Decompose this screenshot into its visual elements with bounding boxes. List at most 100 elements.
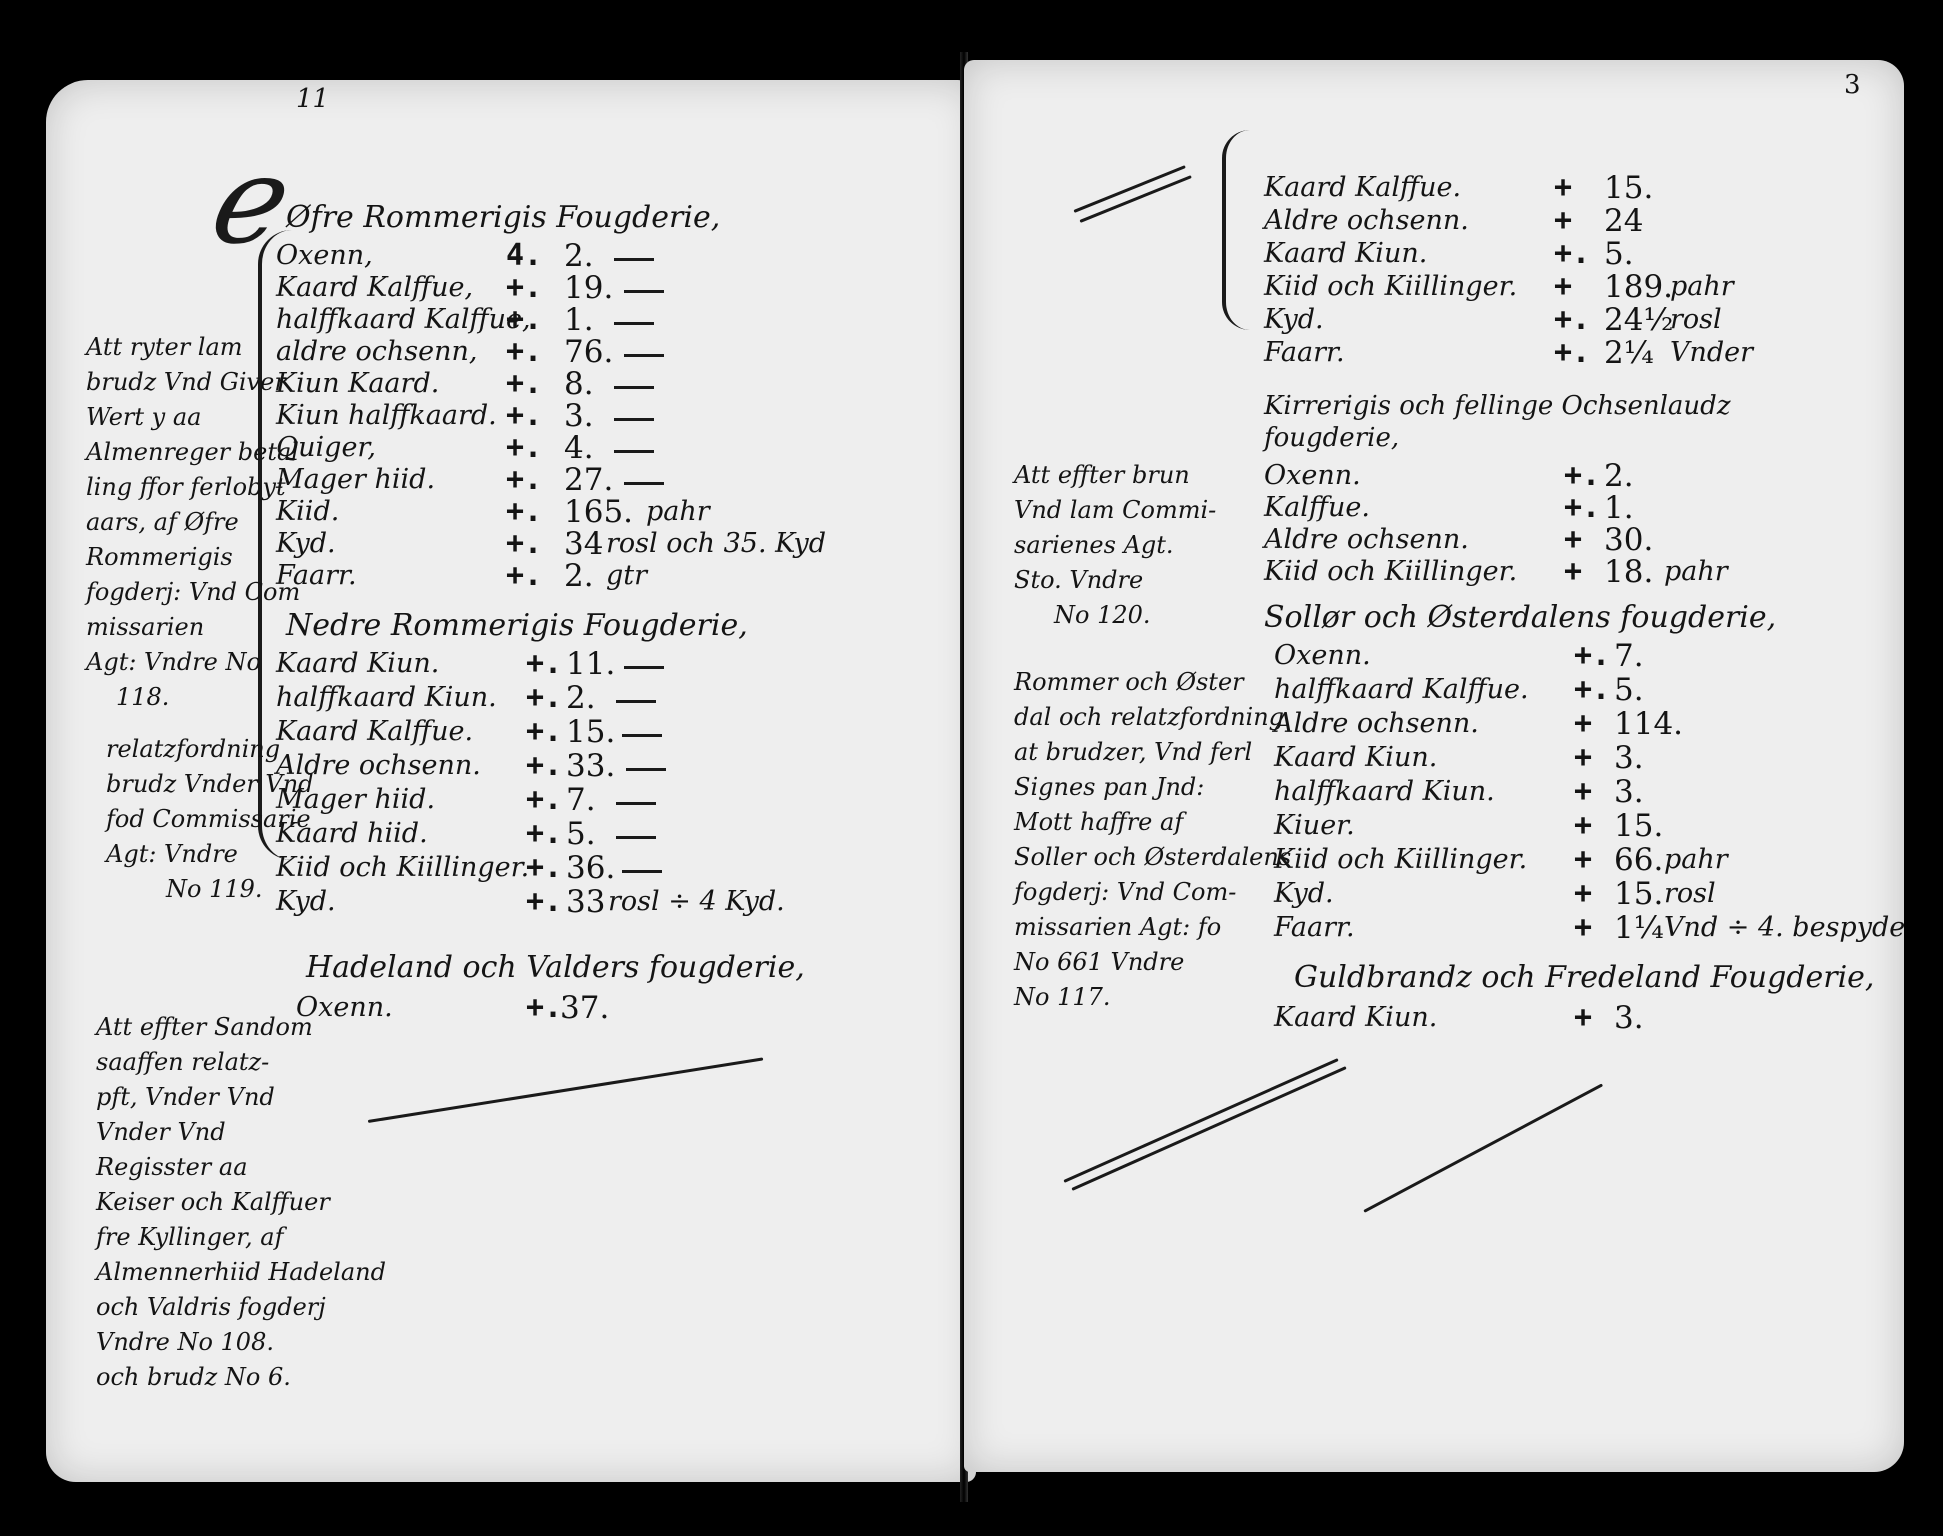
right-page: 3 Kaard Kalffue. + 15. Aldre ochsenn. + … [964, 60, 1906, 1472]
item-name: Quiger, [276, 432, 376, 463]
item-name: Kaard Kalffue. [1264, 172, 1462, 203]
item-quantity: 36. [566, 850, 616, 886]
dash-rule [614, 418, 654, 421]
item-name: Kiid. [276, 496, 340, 527]
item-name: Kalffue. [1264, 492, 1370, 523]
tally-mark: + [1574, 910, 1593, 945]
dash-rule [614, 386, 654, 389]
item-quantity: 24 [1604, 203, 1644, 239]
item-unit: rosl ÷ 4 Kyd. [608, 886, 785, 917]
item-name: halffkaard Kalffue. [1274, 674, 1529, 705]
item-quantity: 3. [1614, 774, 1644, 810]
tally-mark: +. [1554, 335, 1591, 370]
item-name: Kyd. [1274, 878, 1334, 909]
item-name: Aldre ochsenn. [1264, 524, 1469, 555]
item-quantity: 7. [566, 782, 596, 818]
item-name: Aldre ochsenn. [1274, 708, 1479, 739]
tally-mark: + [1574, 1000, 1593, 1035]
item-quantity: 1. [1604, 490, 1634, 526]
tally-mark: +. [1574, 672, 1611, 707]
tally-mark: +. [526, 816, 563, 851]
item-name: Oxenn. [1264, 460, 1361, 491]
item-name: Kiun Kaard. [276, 368, 440, 399]
item-name: Faarr. [1274, 912, 1355, 943]
tally-mark: + [1574, 842, 1593, 877]
closing-stroke [367, 1057, 764, 1123]
item-name: Kaard Kiun. [1264, 238, 1428, 269]
margin-note: Rommer och Øster dal och relatzfordning … [1014, 668, 1292, 1011]
item-quantity: 3. [564, 398, 594, 434]
item-quantity: 30. [1604, 522, 1654, 558]
item-quantity: 15. [566, 714, 616, 750]
tally-mark: + [1574, 808, 1593, 843]
tally-mark: +. [506, 270, 543, 305]
tally-mark: + [1554, 203, 1573, 238]
cancel-stroke [1073, 165, 1186, 213]
section-heading: Hadeland och Valders fougderie, [306, 950, 805, 985]
item-quantity: 66. [1614, 842, 1664, 878]
item-name: Oxenn, [276, 240, 373, 271]
tally-mark: +. [506, 334, 543, 369]
left-page: 11 ℯ Øfre Rommerigis Fougderie, Oxenn, 4… [46, 80, 976, 1482]
tally-mark: +. [506, 430, 543, 465]
margin-note: relatzfordning brudz Vnder Vnd fod Commi… [106, 735, 314, 903]
item-unit: rosl [1664, 878, 1716, 909]
tally-mark: +. [1574, 638, 1611, 673]
tally-mark: +. [526, 680, 563, 715]
section-brace [258, 230, 292, 860]
item-quantity: 2. [1604, 458, 1634, 494]
item-quantity: 5. [1604, 236, 1634, 272]
tally-mark: +. [506, 398, 543, 433]
item-name: Kiid och Kiillinger. [1264, 556, 1518, 587]
item-quantity: 1. [564, 302, 594, 338]
item-name: aldre ochsenn, [276, 336, 478, 367]
item-name: Kaard Kalffue, [276, 272, 474, 303]
item-quantity: 3. [1614, 740, 1644, 776]
item-quantity: 37. [560, 990, 610, 1026]
item-unit: Vnder [1670, 337, 1754, 368]
tally-mark: + [1574, 876, 1593, 911]
section-brace [1222, 130, 1250, 330]
item-quantity: 5. [1614, 672, 1644, 708]
tally-mark: +. [506, 558, 543, 593]
dash-rule [624, 666, 664, 669]
item-name: Kiid och Kiillinger. [276, 852, 530, 883]
tally-mark: +. [1554, 302, 1591, 337]
item-quantity: 8. [564, 366, 594, 402]
item-quantity: 19. [564, 270, 614, 306]
item-quantity: 15. [1604, 170, 1654, 206]
manuscript-spread: 11 ℯ Øfre Rommerigis Fougderie, Oxenn, 4… [28, 52, 1908, 1502]
item-name: Oxenn. [1274, 640, 1371, 671]
item-unit: Vnd ÷ 4. bespyde [1664, 912, 1906, 943]
item-name: Kyd. [276, 528, 336, 559]
item-name: Aldre ochsenn. [1264, 205, 1469, 236]
dash-rule [614, 322, 654, 325]
item-quantity: 7. [1614, 638, 1644, 674]
tally-mark: +. [526, 714, 563, 749]
item-name: Aldre ochsenn. [276, 750, 481, 781]
dash-rule [614, 450, 654, 453]
item-name: halffkaard Kalffue, [276, 304, 531, 335]
folio-number: 3 [1844, 70, 1861, 100]
item-name: Kaard Kiun. [1274, 742, 1438, 773]
item-name: Kyd. [276, 886, 336, 917]
item-quantity: 11. [566, 646, 616, 682]
item-name: Faarr. [276, 560, 357, 591]
item-quantity: 1¼ [1614, 910, 1664, 946]
tally-mark: + [1564, 522, 1583, 557]
tally-mark: +. [1564, 458, 1601, 493]
item-quantity: 76. [564, 334, 614, 370]
section-heading: Sollør och Østerdalens fougderie, [1264, 600, 1777, 635]
item-unit: pahr [646, 496, 710, 527]
closing-stroke [1063, 1058, 1339, 1183]
tally-mark: + [1574, 706, 1593, 741]
item-name: Oxenn. [296, 992, 393, 1023]
dash-rule [622, 734, 662, 737]
item-name: Kaard Kalffue. [276, 716, 474, 747]
dash-rule [616, 802, 656, 805]
item-quantity: 4. [564, 430, 594, 466]
item-quantity: 189. [1604, 269, 1674, 305]
item-unit: pahr [1670, 271, 1734, 302]
item-name: Kyd. [1264, 304, 1324, 335]
item-quantity: 24½ [1604, 302, 1674, 338]
